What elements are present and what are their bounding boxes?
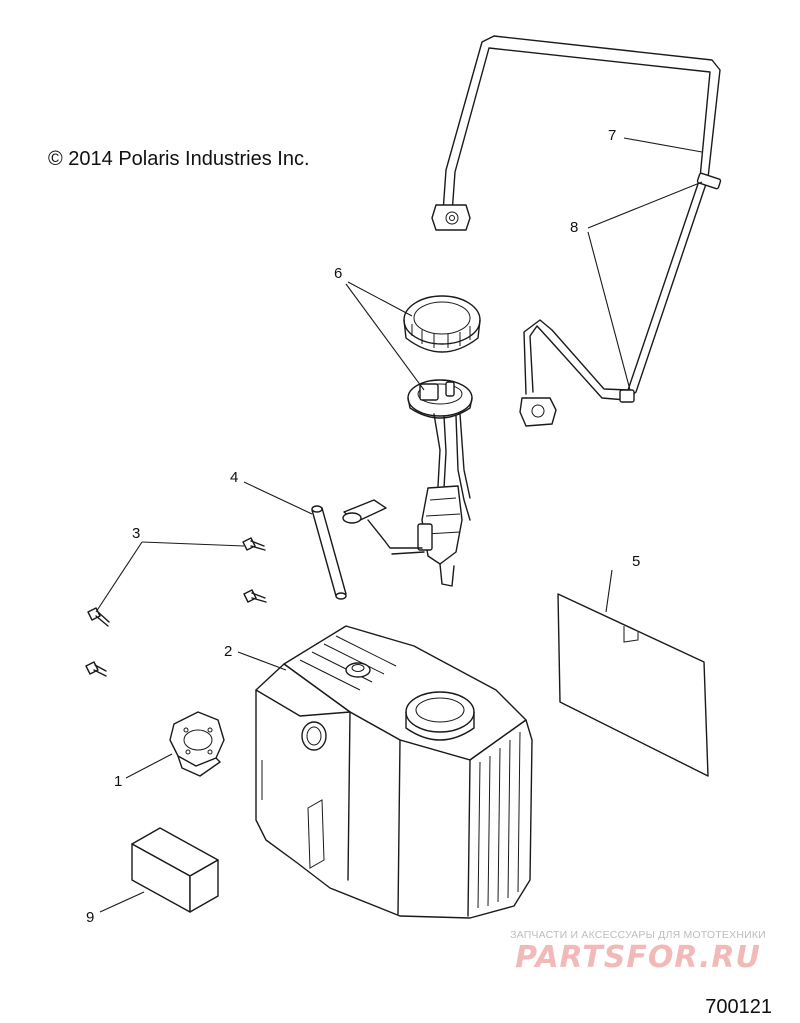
diagram-id: 700121 bbox=[705, 996, 772, 1018]
copyright-text: © 2014 Polaris Industries Inc. bbox=[48, 148, 310, 170]
part-2-fuel-tank bbox=[255, 625, 533, 919]
callout-2: 2 bbox=[224, 643, 232, 660]
callout-5: 5 bbox=[632, 553, 640, 570]
callout-9: 9 bbox=[86, 909, 94, 926]
bolt-icon bbox=[85, 661, 107, 677]
callout-6: 6 bbox=[334, 265, 342, 282]
callout-8: 8 bbox=[570, 219, 578, 236]
part-3-bolts bbox=[85, 537, 267, 677]
part-6-fuel-pump bbox=[342, 379, 473, 587]
part-7-vent-hose bbox=[431, 35, 722, 427]
part-4-hose bbox=[311, 505, 347, 600]
callout-1: 1 bbox=[114, 773, 122, 790]
part-6-lock-ring bbox=[403, 295, 481, 353]
bolt-icon bbox=[243, 589, 267, 603]
watermark-logo: PARTSFOR.RU bbox=[515, 940, 761, 975]
bolt-icon bbox=[87, 607, 110, 627]
part-5-pad bbox=[557, 593, 709, 777]
bolt-icon bbox=[242, 537, 266, 551]
callout-labels: 1 2 3 4 5 6 7 8 9 bbox=[86, 127, 640, 926]
leader-lines bbox=[95, 137, 703, 913]
callout-4: 4 bbox=[230, 469, 238, 486]
part-1-cap bbox=[169, 711, 225, 777]
callout-7: 7 bbox=[608, 127, 616, 144]
callout-3: 3 bbox=[132, 525, 140, 542]
part-9-foam-block bbox=[131, 827, 219, 913]
watermark-tagline: ЗАПЧАСТИ И АКСЕССУАРЫ ДЛЯ МОТОТЕХНИКИ bbox=[510, 929, 766, 941]
